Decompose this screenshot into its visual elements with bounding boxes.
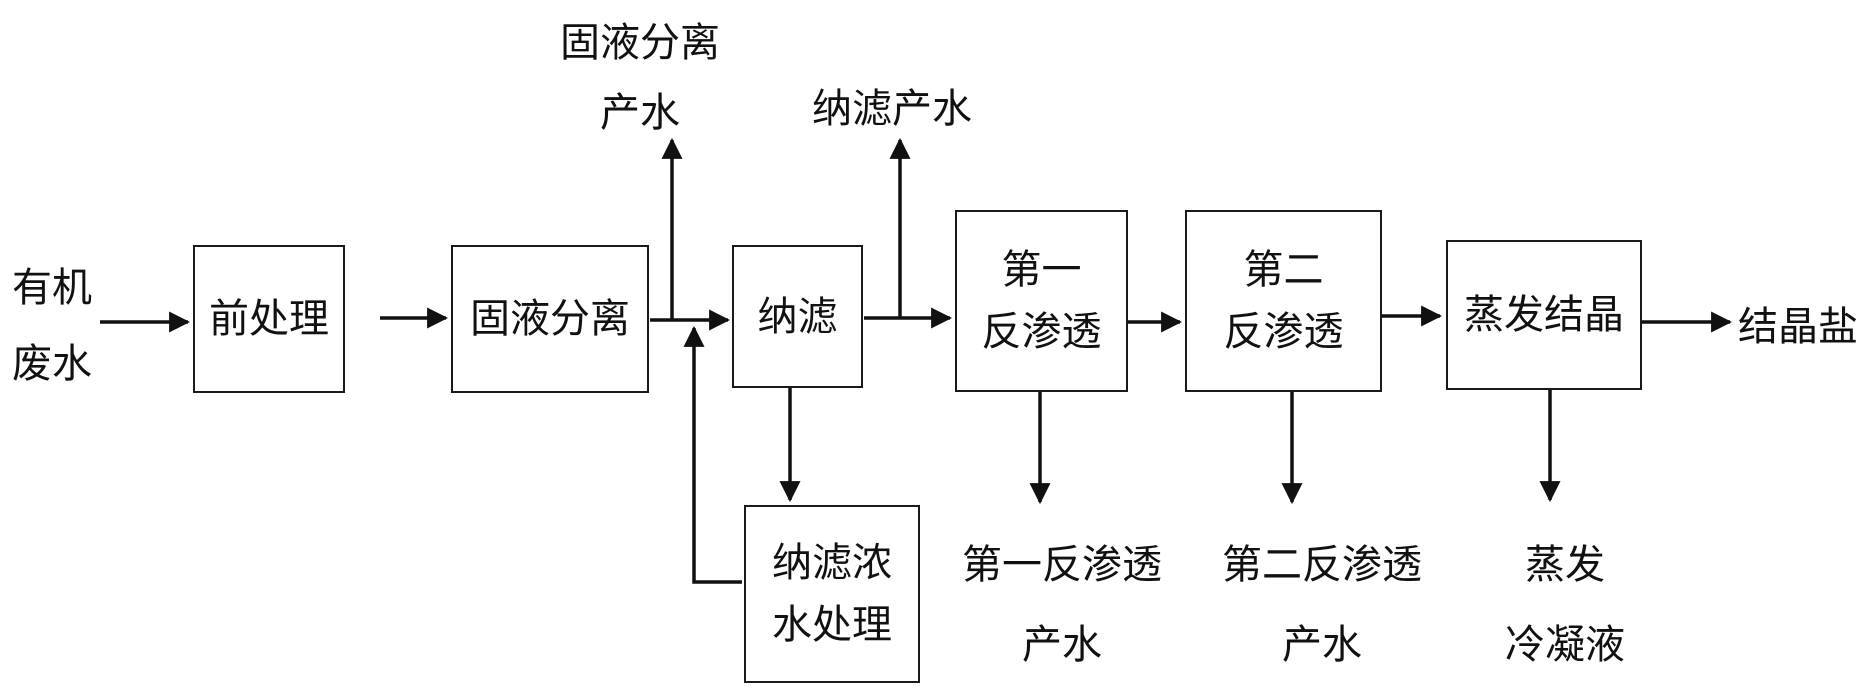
- ro1-box: 第一 反渗透: [955, 210, 1128, 392]
- ro2-box: 第二 反渗透: [1185, 210, 1382, 392]
- input-label-line1: 有机: [12, 265, 92, 311]
- nanofiltration-box: 纳滤: [732, 245, 863, 388]
- evaporation-crystallization-label: 蒸发结晶: [1464, 292, 1624, 338]
- ro2-label: 第二 反渗透: [1223, 247, 1344, 355]
- nanofiltration-label: 纳滤: [757, 293, 838, 340]
- pretreatment-label: 前处理: [209, 296, 329, 342]
- ro2-water-line1: 第二反渗透: [1222, 542, 1422, 588]
- evap-condensate-line2: 冷凝液: [1505, 622, 1625, 668]
- ro1-water-label: 第一反渗透 产水: [962, 525, 1162, 685]
- ro2-water-line2: 产水: [1282, 622, 1362, 668]
- solid-liquid-separation-box: 固液分离: [451, 245, 649, 393]
- evap-condensate-line1: 蒸发: [1525, 542, 1605, 588]
- nf-water-label: 纳滤产水: [812, 86, 972, 132]
- ro2-water-label: 第二反渗透 产水: [1222, 525, 1422, 685]
- solid-liquid-water-line2: 产水: [600, 90, 680, 136]
- arrow-concentrate-recycle: [683, 325, 742, 584]
- nf-concentrate-treatment-box: 纳滤浓 水处理: [744, 505, 920, 683]
- solid-liquid-water-line1: 固液分离: [560, 20, 720, 66]
- solid-liquid-separation-label: 固液分离: [470, 296, 630, 342]
- pretreatment-box: 前处理: [193, 245, 345, 393]
- ro1-label: 第一 反渗透: [981, 247, 1102, 355]
- evaporation-crystallization-box: 蒸发结晶: [1446, 240, 1642, 390]
- solid-liquid-water-label: 固液分离 产水: [560, 8, 720, 148]
- nf-concentrate-treatment-label: 纳滤浓 水处理: [772, 540, 892, 648]
- input-label-line2: 废水: [12, 341, 92, 387]
- input-label: 有机 废水: [12, 250, 92, 402]
- crystal-salt-label: 结晶盐: [1738, 304, 1858, 350]
- evap-condensate-label: 蒸发 冷凝液: [1505, 525, 1625, 685]
- ro1-water-line1: 第一反渗透: [962, 542, 1162, 588]
- ro1-water-line2: 产水: [1022, 622, 1102, 668]
